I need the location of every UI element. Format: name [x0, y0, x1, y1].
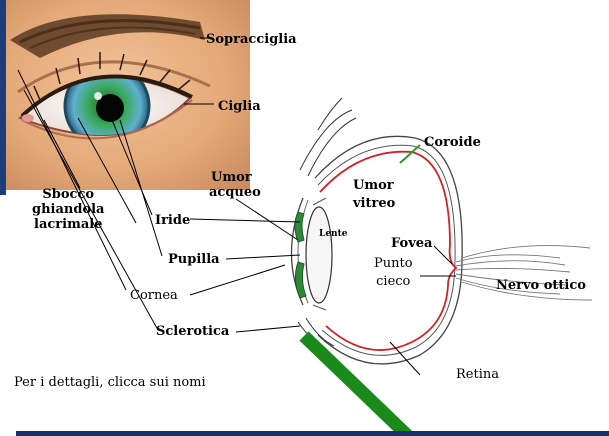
- label-umor-vitreo[interactable]: Umor vitreo: [353, 178, 395, 211]
- label-nervo-ottico[interactable]: Nervo ottico: [496, 278, 586, 293]
- eye-photo: [6, 0, 250, 190]
- label-sbocco-line2: ghiandola: [32, 202, 104, 217]
- label-lente[interactable]: Lente: [319, 227, 347, 242]
- label-umor-acqueo-line2: acqueo: [209, 185, 261, 200]
- label-umor-vitreo-line2: vitreo: [353, 196, 395, 211]
- label-punto-cieco-line2: cieco: [374, 274, 413, 289]
- label-sclerotica[interactable]: Sclerotica: [156, 324, 229, 339]
- label-umor-acqueo-line1: Umor: [209, 170, 261, 185]
- iris-lower: [295, 262, 306, 298]
- label-iride[interactable]: Iride: [155, 213, 190, 228]
- label-cornea[interactable]: Cornea: [130, 288, 178, 303]
- label-ciglia[interactable]: Ciglia: [218, 99, 261, 114]
- bottom-bar: [16, 431, 609, 436]
- label-retina[interactable]: Retina: [456, 367, 499, 382]
- label-punto-cieco-line1: Punto: [374, 256, 413, 271]
- label-sbocco-ghiandola-lacrimale[interactable]: Sbocco ghiandola lacrimale: [32, 187, 104, 232]
- footer-instruction: Per i dettagli, clicca sui nomi: [14, 375, 206, 390]
- lens-shape: [306, 207, 332, 303]
- label-sbocco-line1: Sbocco: [32, 187, 104, 202]
- label-punto-cieco[interactable]: Punto cieco: [374, 256, 413, 289]
- label-sopracciglia[interactable]: Sopracciglia: [206, 32, 297, 47]
- label-fovea[interactable]: Fovea: [391, 236, 432, 251]
- label-umor-vitreo-line1: Umor: [353, 178, 395, 193]
- label-pupilla[interactable]: Pupilla: [168, 252, 220, 267]
- iris-upper: [295, 212, 304, 242]
- label-sbocco-line3: lacrimale: [32, 217, 104, 232]
- label-coroide[interactable]: Coroide: [424, 135, 481, 150]
- label-umor-acqueo[interactable]: Umor acqueo: [209, 170, 261, 200]
